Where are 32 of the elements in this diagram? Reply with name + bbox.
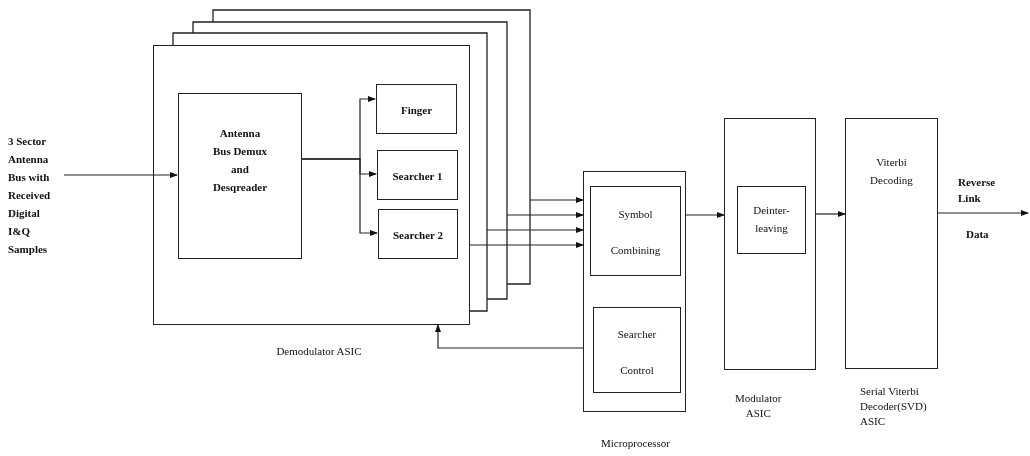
block-box [378, 209, 458, 259]
block-label: Searcher 1 [391, 169, 444, 184]
block-label: Symbol Combining [610, 207, 661, 258]
arrow [63, 172, 178, 178]
block-label: Searcher Control [617, 327, 657, 378]
block-label: Searcher 2 [392, 228, 444, 243]
block-label: Viterbi Decoding [870, 155, 913, 188]
arrow [300, 158, 378, 236]
arrow [506, 212, 584, 218]
block-caption: Modulator ASIC [735, 391, 782, 421]
signal-label: Data [966, 227, 989, 242]
signal-label: Reverse Link [958, 175, 996, 206]
block-caption: Demodulator ASIC [275, 344, 363, 359]
block-box [737, 186, 806, 254]
block-box [377, 150, 458, 200]
block-label: Finger [399, 103, 434, 118]
arrow [529, 197, 584, 203]
block-caption: Serial Viterbi Decoder(SVD) ASIC [860, 384, 927, 429]
arrow [486, 227, 584, 233]
input-label: 3 Sector Antenna Bus with Received Digital I&Q Samples [8, 132, 64, 258]
block-box [376, 84, 457, 134]
block-box [178, 93, 302, 259]
block-caption: Microprocessor [599, 436, 671, 451]
arrow [937, 210, 1029, 216]
arrow [435, 324, 584, 349]
block-box [593, 307, 681, 393]
block-box [590, 186, 681, 276]
arrow [469, 242, 584, 248]
block-label: Antenna Bus Demux and Desqreader [212, 126, 268, 195]
arrow [685, 212, 725, 218]
arrow [815, 211, 846, 217]
block-label: Deinter- leaving [752, 203, 791, 236]
